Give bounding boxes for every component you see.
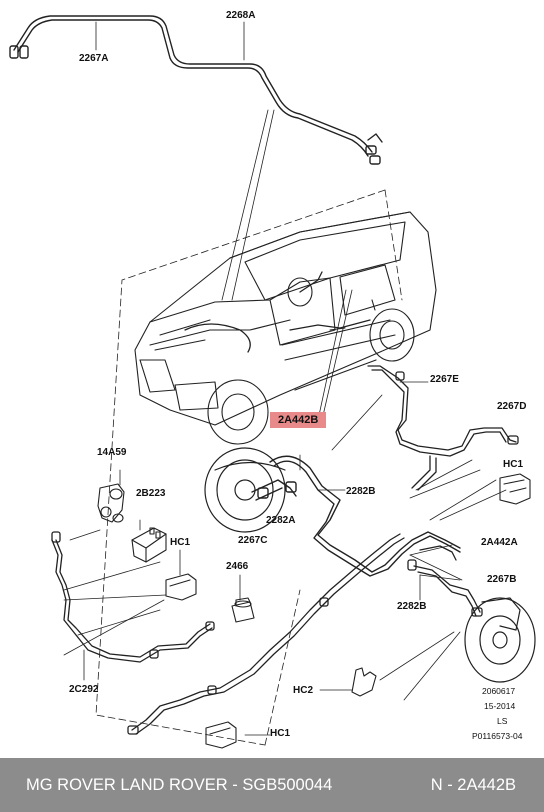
clip-hc1-middle — [165, 573, 197, 601]
vehicle-pipe-run — [184, 271, 371, 353]
part-label-2282B: 2282B — [346, 486, 376, 497]
part-label-2A442A: 2A442A — [481, 537, 518, 548]
component-2B223 — [131, 527, 167, 563]
revision-stamp-line3: LS — [497, 716, 508, 726]
part-label-2B223: 2B223 — [136, 488, 166, 499]
part-label-2466: 2466 — [226, 561, 249, 572]
dashed-group-outline — [95, 189, 403, 746]
part-label-14A59: 14A59 — [97, 447, 127, 458]
component-14A59 — [97, 483, 125, 523]
part-label-2267D: 2267D — [497, 401, 527, 412]
vehicle-wheels — [207, 277, 415, 445]
footer-catalog-text: MG ROVER LAND ROVER - SGB500044 — [26, 775, 333, 794]
rear-brake-pipe-2267E — [367, 365, 519, 491]
revision-stamp-line4: P0116573-04 — [472, 731, 523, 741]
part-label-hc1-rear: HC1 — [503, 459, 524, 470]
rear-brake-pipe-2267B — [407, 545, 483, 617]
part-label-hc2: HC2 — [293, 685, 314, 696]
footer-bar: MG ROVER LAND ROVER - SGB500044 N - 2A44… — [0, 758, 544, 812]
clip-hc2 — [351, 667, 377, 697]
vehicle-body — [134, 211, 437, 426]
component-2466 — [231, 597, 255, 623]
caliper-clip-hc1-rear — [499, 473, 531, 505]
clip-hc1-bottom — [205, 721, 237, 749]
revision-stamp-line1: 2060617 — [482, 686, 516, 696]
part-label-2282B-rear: 2282B — [397, 601, 427, 612]
revision-stamp-line2: 15-2014 — [484, 701, 516, 711]
footer-part-number: N - 2A442B — [430, 775, 516, 794]
part-label-2267C: 2267C — [238, 535, 268, 546]
part-label-2268A: 2268A — [226, 10, 256, 21]
part-label-2282A: 2282A — [266, 515, 296, 526]
brake-lines-exploded-diagram — [9, 15, 536, 749]
part-label-hc1-bottom: HC1 — [270, 728, 291, 739]
part-label-2267B: 2267B — [487, 574, 517, 585]
rear-brake-disc — [464, 597, 536, 683]
brake-hose-2A442B — [251, 455, 461, 577]
part-label-2A442B-highlighted: 2A442B — [270, 412, 327, 428]
front-brake-pipe-2268A — [9, 15, 383, 165]
part-label-2267A: 2267A — [79, 53, 109, 64]
part-label-2267E: 2267E — [430, 374, 459, 385]
part-label-2C292: 2C292 — [69, 684, 99, 695]
part-label-hc1-middle: HC1 — [170, 537, 191, 548]
underbody-pipe-2C292 — [51, 531, 405, 735]
